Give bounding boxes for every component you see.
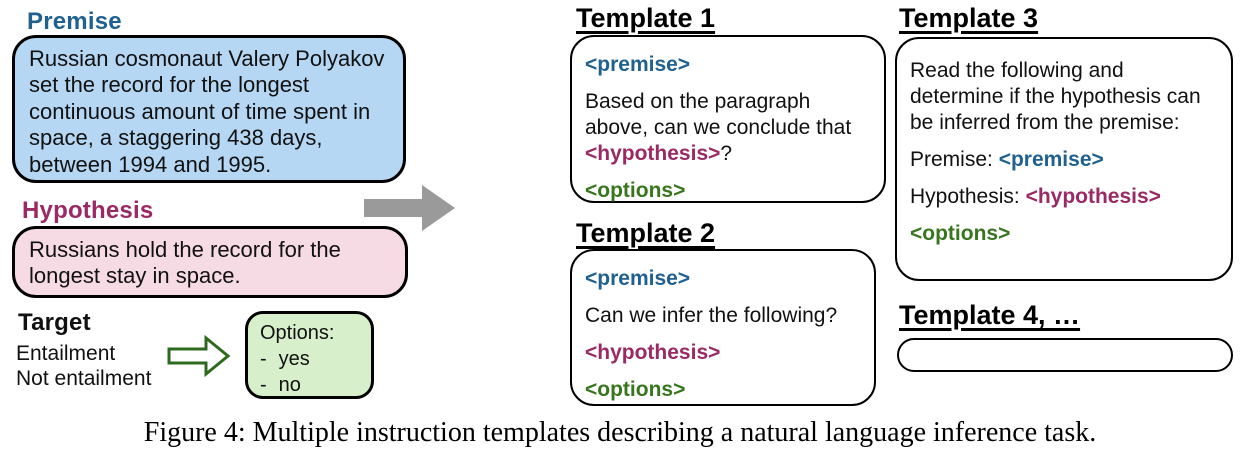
template-3-hypothesis-line: Hypothesis: <hypothesis> [910, 185, 1161, 209]
template-2-body: Can we infer the following? [585, 304, 838, 328]
premise-label: Premise [27, 8, 122, 35]
template-3-title: Template 3 [899, 3, 1039, 33]
template-1-premise-tag: <premise> [585, 52, 871, 78]
option-item-yes: - yes [260, 348, 310, 370]
hypothesis-box: Russians hold the record for the longest… [12, 226, 408, 298]
hypothesis-tag: <hypothesis> [585, 142, 721, 166]
right-arrow-icon [364, 185, 455, 231]
dash-bullet: - [260, 348, 267, 370]
template-1-box: <premise> Based on the paragraph above, … [570, 35, 886, 203]
hypothesis-tag: <hypothesis> [585, 341, 721, 365]
options-box: Options: - yes - no [245, 311, 374, 399]
template-2-title: Template 2 [576, 218, 716, 248]
template-1-body: Based on the paragraph above, can we con… [585, 90, 852, 166]
options-tag: <options> [585, 179, 686, 203]
template-2-hypothesis-tag: <hypothesis> [585, 340, 861, 366]
template-1-options-tag: <options> [585, 178, 871, 204]
hypothesis-text: Russians hold the record for the longest… [29, 237, 341, 289]
target-values: Entailment Not entailment [16, 341, 151, 391]
green-arrow-icon [167, 334, 231, 378]
dash-bullet: - [260, 374, 267, 396]
template-2-box: <premise> Can we infer the following? <h… [570, 249, 876, 406]
premise-text: Russian cosmonaut Valery Polyakov set th… [29, 46, 385, 177]
premise-box: Russian cosmonaut Valery Polyakov set th… [12, 35, 406, 183]
target-label: Target [18, 309, 91, 336]
premise-tag: <premise> [998, 148, 1104, 172]
premise-tag: <premise> [585, 267, 691, 290]
option-item-no: - no [260, 374, 301, 396]
template-4-box [897, 338, 1233, 372]
template-1-title: Template 1 [576, 3, 716, 33]
template-3-options-tag: <options> [910, 221, 1218, 247]
target-value-entailment: Entailment [16, 342, 116, 365]
hypothesis-tag: <hypothesis> [1025, 185, 1161, 209]
premise-tag: <premise> [585, 53, 691, 76]
options-title: Options: [260, 322, 335, 344]
template-3-body: Read the following and determine if the … [910, 59, 1201, 135]
hypothesis-label: Hypothesis [22, 197, 154, 224]
template-4-title: Template 4, … [899, 300, 1081, 330]
template-2-premise-tag: <premise> [585, 266, 861, 292]
figure-caption: Figure 4: Multiple instruction templates… [143, 417, 1097, 448]
target-value-not-entailment: Not entailment [16, 367, 152, 390]
options-tag: <options> [585, 378, 686, 402]
options-tag: <options> [910, 222, 1011, 246]
template-2-options-tag: <options> [585, 377, 861, 403]
template-3-premise-line: Premise: <premise> [910, 148, 1104, 172]
template-3-box: Read the following and determine if the … [895, 37, 1233, 281]
